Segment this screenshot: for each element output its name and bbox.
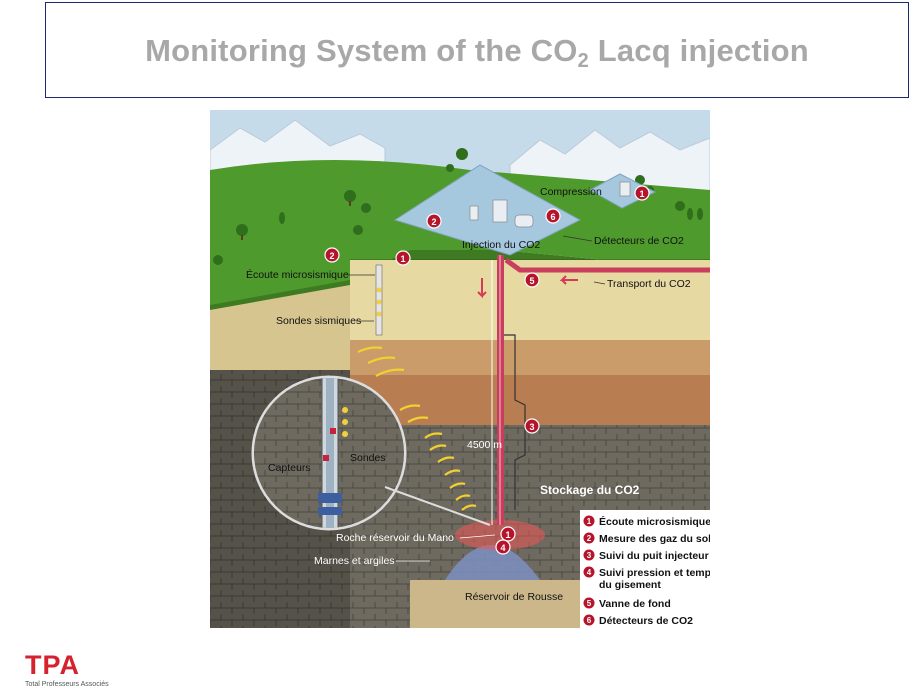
legend-label: Écoute microsismique <box>599 515 710 528</box>
marker-2-left: 2 <box>324 247 340 263</box>
label-detecteurs: Détecteurs de CO2 <box>594 235 684 247</box>
legend-box <box>580 510 710 628</box>
svg-text:6: 6 <box>550 212 555 222</box>
legend-marker-6 <box>583 614 595 626</box>
legend-label: Vanne de fond <box>599 598 671 610</box>
svg-text:4: 4 <box>500 543 505 553</box>
legend-marker-5 <box>583 597 595 609</box>
layer-brown <box>350 340 710 375</box>
title-box: Monitoring System of the CO2 Lacq inject… <box>45 2 909 98</box>
legend-number: 6 <box>587 616 592 625</box>
tpa-logo: TPA Total Professeurs Associés <box>25 650 109 688</box>
slide-title: Monitoring System of the CO2 Lacq inject… <box>145 33 809 72</box>
legend-number: 1 <box>587 517 592 526</box>
legend-label: du gisement <box>599 579 661 591</box>
legend-number: 5 <box>587 599 592 608</box>
label-reservoir: Réservoir de Rousse <box>465 591 563 603</box>
svg-text:2: 2 <box>329 251 334 261</box>
label-stockage: Stockage du CO2 <box>540 483 640 497</box>
monitoring-diagram: Compression Injection du CO2 Détecteurs … <box>209 110 747 628</box>
legend-marker-4 <box>583 566 595 578</box>
svg-text:1: 1 <box>400 254 405 264</box>
label-depth: 4500 m <box>467 439 502 451</box>
reservoir <box>445 545 540 580</box>
legend-label: Suivi du puit injecteur <box>599 550 709 562</box>
label-capteurs: Capteurs <box>268 462 311 474</box>
marker-6: 6 <box>545 208 561 224</box>
seismic-waves <box>357 346 477 511</box>
legend-label: Mesure des gaz du sol <box>599 533 710 545</box>
marker-5: 5 <box>524 272 540 288</box>
transport-pipe <box>504 257 710 273</box>
label-sondes-sismiques: Sondes sismiques <box>276 315 361 327</box>
label-ecoute: Écoute microsismique <box>246 268 349 281</box>
trees <box>213 148 703 265</box>
legend-number: 2 <box>587 534 592 543</box>
legend-marker-2 <box>583 532 595 544</box>
marker-2-site: 2 <box>426 213 442 229</box>
legend-marker-3 <box>583 549 595 561</box>
marker-3: 3 <box>524 418 540 434</box>
label-roche: Roche réservoir du Mano <box>336 532 454 544</box>
svg-text:3: 3 <box>529 422 534 432</box>
svg-text:5: 5 <box>529 276 534 286</box>
marker-1-left: 1 <box>395 250 411 266</box>
svg-text:1: 1 <box>505 530 510 540</box>
label-compression: Compression <box>540 186 602 198</box>
legend-number: 4 <box>587 568 592 577</box>
injection-site <box>393 164 582 256</box>
label-transport: Transport du CO2 <box>607 278 691 290</box>
marker-1-reservoir: 1 <box>500 526 516 542</box>
legend-marker-1 <box>583 515 595 527</box>
marker-4: 4 <box>495 539 511 555</box>
reservoir-rousse <box>410 580 590 628</box>
legend: 1 Écoute microsismique 2 Mesure des gaz du … <box>583 515 747 627</box>
layer-orange <box>350 375 710 425</box>
label-injection: Injection du CO2 <box>462 239 540 251</box>
label-marnes: Marnes et argiles <box>314 555 395 567</box>
svg-text:1: 1 <box>639 189 644 199</box>
legend-label: Détecteurs de CO2 <box>599 615 693 627</box>
label-sondes: Sondes <box>350 452 386 464</box>
legend-label: Suivi pression et température <box>599 567 710 579</box>
legend-number: 3 <box>587 551 592 560</box>
svg-text:2: 2 <box>431 217 436 227</box>
marker-1-compression: 1 <box>634 185 650 201</box>
